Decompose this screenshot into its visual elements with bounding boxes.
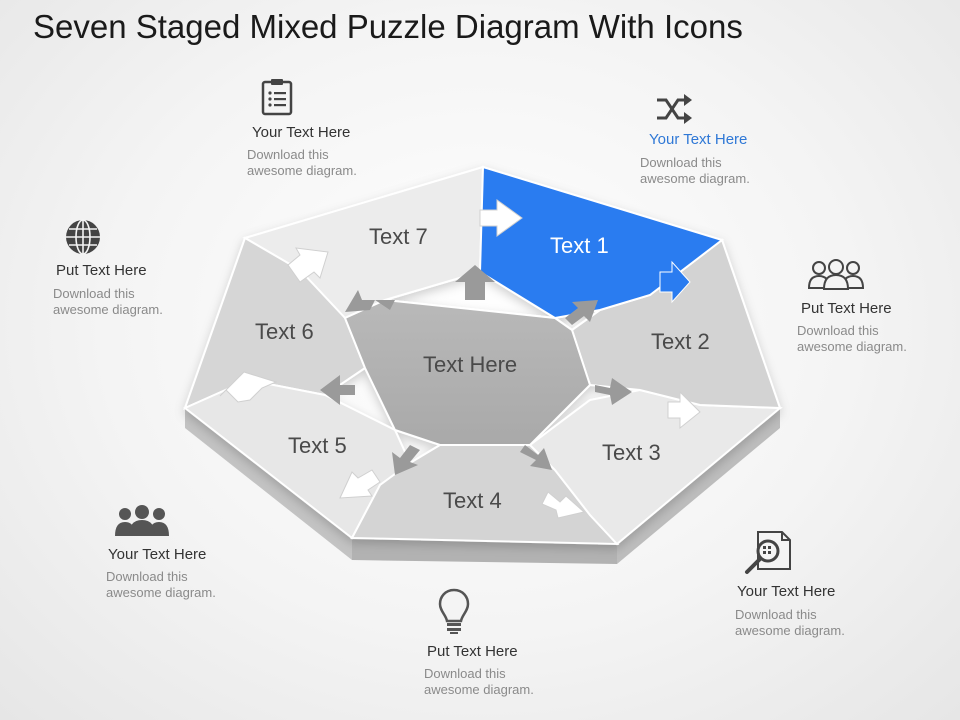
callout-body: Download this awesome diagram. — [735, 607, 845, 638]
callout-body: Download this awesome diagram. — [106, 569, 216, 600]
arrow-lower-left — [392, 445, 420, 475]
connector-arrows — [320, 265, 632, 475]
piece-label-3: Text 3 — [602, 440, 661, 465]
piece-label-1: Text 1 — [550, 233, 609, 258]
group-icon — [115, 505, 169, 536]
piece-label-6: Text 6 — [255, 319, 314, 344]
arrow-left — [320, 375, 355, 405]
base-side-front — [352, 538, 617, 564]
tab-7-to-1 — [479, 199, 523, 237]
callout-body: Download this awesome diagram. — [797, 323, 907, 354]
document-search-icon — [745, 531, 791, 574]
page-title: Seven Staged Mixed Puzzle Diagram With I… — [33, 8, 743, 45]
piece-label-2: Text 2 — [651, 329, 710, 354]
piece-label-7: Text 7 — [369, 224, 428, 249]
base-side-right — [617, 408, 780, 564]
tab-1-to-2 — [659, 260, 691, 304]
arrow-lower-right — [520, 445, 552, 470]
puzzle-center[interactable] — [343, 298, 592, 446]
callout-heading: Your Text Here — [252, 124, 351, 141]
lightbulb-icon — [438, 588, 470, 634]
clipboard-icon — [261, 79, 293, 116]
callout-body: Download this awesome diagram. — [640, 155, 750, 186]
tab-2-to-3 — [667, 390, 701, 430]
center-label: Text Here — [423, 352, 517, 377]
callout-body: Download this awesome diagram. — [424, 666, 534, 697]
callout-heading: Your Text Here — [649, 131, 748, 148]
puzzle-tabs — [219, 199, 701, 519]
tab-5-to-6 — [219, 371, 278, 403]
callout-heading: Put Text Here — [427, 643, 518, 660]
base-side-left — [185, 408, 352, 560]
piece-label-4: Text 4 — [443, 488, 502, 513]
team-icon — [808, 259, 864, 290]
arrow-right — [595, 378, 632, 405]
callout-heading: Your Text Here — [737, 583, 836, 600]
globe-icon — [66, 219, 100, 255]
callout-body: Download this awesome diagram. — [53, 286, 163, 317]
tab-6-to-7 — [287, 247, 329, 283]
callout-heading: Your Text Here — [108, 546, 207, 563]
arrow-upper-right — [565, 300, 598, 325]
callout-heading: Put Text Here — [56, 262, 147, 279]
shuffle-icon — [657, 94, 692, 124]
tab-3-to-4 — [541, 491, 586, 519]
arrow-upper-left — [345, 290, 395, 312]
arrow-up — [455, 265, 495, 300]
callout-body: Download this awesome diagram. — [247, 147, 357, 178]
tab-4-to-5 — [339, 469, 381, 499]
callout-heading: Put Text Here — [801, 300, 892, 317]
piece-label-5: Text 5 — [288, 433, 347, 458]
